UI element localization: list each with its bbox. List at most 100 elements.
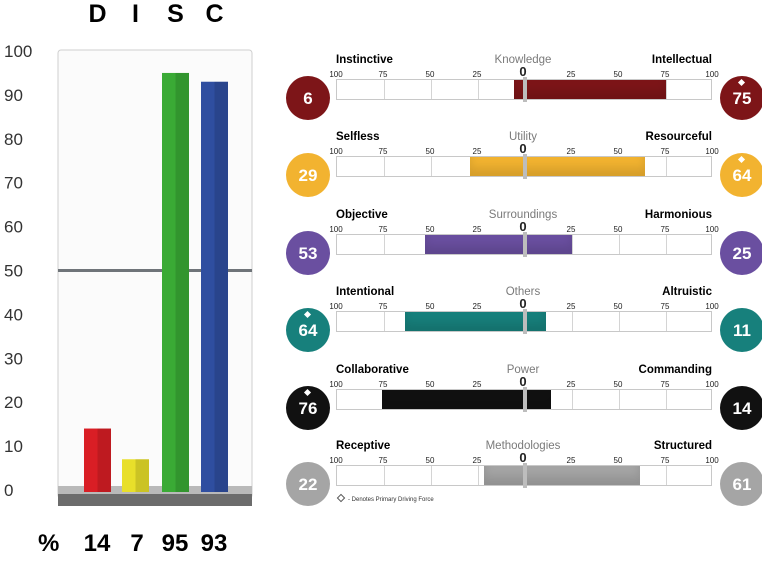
bar-d [84,428,111,492]
scale-tick: 100 [329,225,343,234]
primary-force-legend: - Denotes Primary Driving Force [336,493,434,503]
center-line [523,232,527,257]
scale-tick: 50 [613,380,623,389]
scale-tick: 75 [660,70,670,79]
scale-tick: 25 [472,380,482,389]
right-score-circle: 11 [720,308,762,352]
scale-tick: 75 [378,380,388,389]
y-tick-label: 70 [4,174,23,193]
scale-tick: 25 [566,302,576,311]
right-score-circle: 25 [720,231,762,275]
left-score: 53 [298,244,318,263]
scale-tick: 50 [425,225,435,234]
scale-tick: 25 [472,225,482,234]
left-score-circle: 22 [286,462,330,506]
primary-diamond-icon [737,78,746,87]
left-score: 22 [298,475,318,494]
scale-tick: 50 [613,302,623,311]
scale-tick: 0 [519,141,527,156]
motivator-name: Power [506,364,540,376]
right-score: 61 [732,475,752,494]
scale-tick: 0 [519,296,527,311]
category-label: I [132,0,139,28]
category-label: S [167,0,184,28]
grid-line [572,235,573,254]
scale-tick: 75 [660,225,670,234]
scale-tick: 25 [566,225,576,234]
right-score: 75 [732,89,752,108]
y-tick-label: 90 [4,86,23,105]
grid-line [666,466,667,485]
category-label: C [205,0,223,28]
grid-line [666,235,667,254]
percent-value-d: 14 [83,530,111,557]
right-label: Commanding [638,364,712,376]
left-score-circle: 76 [286,386,330,430]
right-score-circle: 75 [720,76,762,120]
left-label: Intentional [336,286,395,298]
left-score-circle: 53 [286,231,330,275]
score-fill [425,235,572,254]
right-score: 11 [733,321,751,340]
scale-tick: 100 [329,70,343,79]
scale-tick: 50 [613,70,623,79]
bar-s [162,72,189,492]
scale-tick: 75 [378,147,388,156]
percent-value-s: 95 [161,530,189,557]
motivator-name: Methodologies [485,440,561,452]
chart-base [58,494,252,506]
score-fill [382,390,552,409]
scale-tick: 50 [425,302,435,311]
scale-track [336,387,712,412]
scale-tick: 100 [705,456,719,465]
scale-track [336,77,712,102]
scale-tick: 25 [566,70,576,79]
scale-tick: 100 [705,147,719,156]
scale-tick: 0 [519,450,527,465]
right-score-circle: 64 [720,153,762,197]
score-fill [513,80,666,99]
scale-tick: 100 [705,302,719,311]
grid-line [431,466,432,485]
right-label: Resourceful [645,131,712,143]
bar-shade [135,459,149,492]
scale-track [336,154,712,179]
right-score: 25 [732,244,752,263]
scale-tick: 25 [566,456,576,465]
right-label: Structured [653,440,712,452]
scale-tick: 75 [378,225,388,234]
motivator-name: Knowledge [494,54,552,66]
scale-tick: 0 [519,219,527,234]
left-score: 29 [298,166,318,185]
scale-tick: 50 [613,456,623,465]
y-tick-label: 40 [4,305,23,324]
left-label: Collaborative [336,364,409,376]
left-score-circle: 6 [286,76,330,120]
primary-diamond-icon [737,155,746,164]
scale-tick: 75 [660,380,670,389]
right-score: 64 [732,166,752,185]
scale-tick: 100 [329,456,343,465]
reference-line [58,269,252,272]
scale-tick: 75 [660,302,670,311]
scale-tick: 50 [425,380,435,389]
grid-line [572,390,573,409]
score-fill [483,466,640,485]
scale-tick: 100 [705,225,719,234]
grid-line [431,80,432,99]
grid-line [478,466,479,485]
motivator-name: Utility [508,131,538,143]
left-score-circle: 29 [286,153,330,197]
left-label: Selfless [336,131,380,143]
scale-tick: 25 [472,70,482,79]
grid-line [666,312,667,331]
legend-text: - Denotes Primary Driving Force [348,497,434,503]
score-fill [470,157,646,176]
